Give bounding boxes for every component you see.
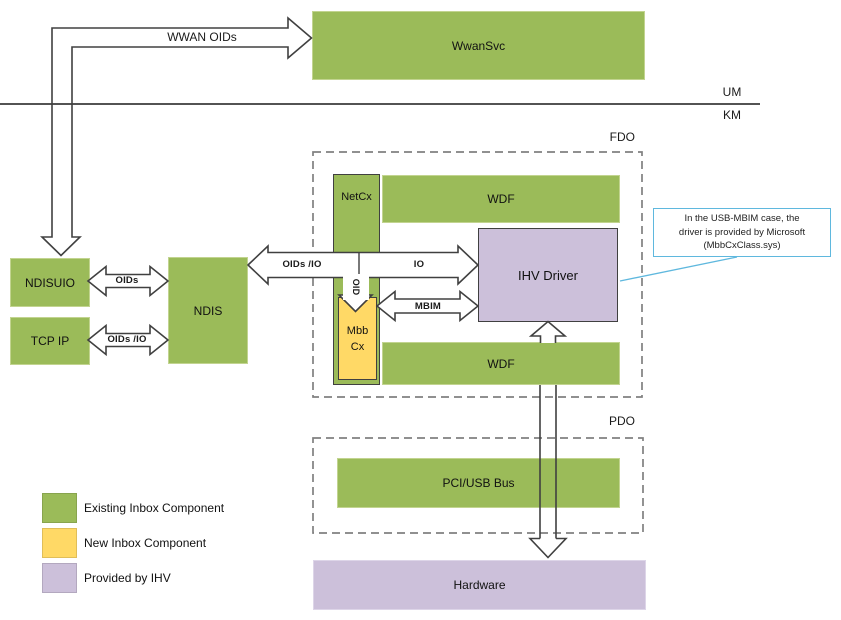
legend-item-existing-inbox: Existing Inbox Component <box>42 493 224 523</box>
mbim-arrow-label: MBIM <box>414 301 442 312</box>
legend-swatch-green <box>42 493 77 523</box>
node-ndis: NDIS <box>168 257 248 364</box>
legend-label: Provided by IHV <box>84 571 171 585</box>
node-tcpip-label: TCP IP <box>30 334 70 348</box>
node-wdf-bottom-label: WDF <box>487 356 515 371</box>
node-hardware: Hardware <box>313 560 646 610</box>
callout-leader-line <box>619 256 738 282</box>
legend-item-provided-by-ihv: Provided by IHV <box>42 563 171 593</box>
legend-label: New Inbox Component <box>84 536 207 550</box>
node-wwansvc: WwanSvc <box>312 11 645 80</box>
callout-line2: driver is provided by Microsoft <box>678 226 806 238</box>
callout-line1: In the USB-MBIM case, the <box>684 213 800 224</box>
node-wdf-bottom: WDF <box>382 342 620 385</box>
usb-mbim-callout: In the USB-MBIM case, the driver is prov… <box>653 208 831 257</box>
wdf-to-ihv-up-arrow <box>528 320 568 343</box>
node-ndis-label: NDIS <box>193 303 223 318</box>
node-wdf-top: WDF <box>382 175 620 223</box>
legend-swatch-purple <box>42 563 77 593</box>
node-netcx-label: NetCx <box>341 191 372 203</box>
node-ihv-driver: IHV Driver <box>478 228 618 322</box>
node-wwansvc-label: WwanSvc <box>451 38 506 53</box>
wwan-oids-arrow <box>40 16 313 257</box>
node-wdf-top-label: WDF <box>487 192 515 206</box>
node-ndisuio: NDISUIO <box>10 258 90 307</box>
um-layer-label: UM <box>722 85 742 99</box>
oids-arrow-label: OIDs <box>115 275 139 286</box>
callout-line3: (MbbCxClass.sys) <box>703 240 781 251</box>
fdo-label: FDO <box>609 130 635 144</box>
node-pci-usb-bus-label: PCI/USB Bus <box>442 476 515 490</box>
node-mbbcx-label-line1: Mbb <box>346 324 369 337</box>
node-tcpip: TCP IP <box>10 317 90 365</box>
pdo-label: PDO <box>608 414 635 428</box>
legend-item-new-inbox: New Inbox Component <box>42 528 206 558</box>
io-arrow-label: IO <box>413 259 425 270</box>
node-mbbcx-label-line2: Cx <box>350 340 365 353</box>
hardware-down-arrowhead <box>528 537 568 559</box>
node-ndisuio-label: NDISUIO <box>24 275 75 290</box>
node-hardware-label: Hardware <box>453 578 506 592</box>
wwan-oids-arrow-label: WWAN OIDs <box>150 30 254 44</box>
node-mbbcx: Mbb Cx <box>338 297 377 380</box>
legend-label: Existing Inbox Component <box>84 501 225 515</box>
oids-io-channel-label: OIDs /IO <box>282 259 322 270</box>
node-pci-usb-bus: PCI/USB Bus <box>337 458 620 508</box>
oid-arrow-label: OID <box>343 274 369 300</box>
legend-swatch-yellow <box>42 528 77 558</box>
km-layer-label: KM <box>723 108 741 122</box>
oids-io-arrow-label: OIDs /IO <box>107 334 147 345</box>
node-ihv-driver-label: IHV Driver <box>518 267 578 283</box>
